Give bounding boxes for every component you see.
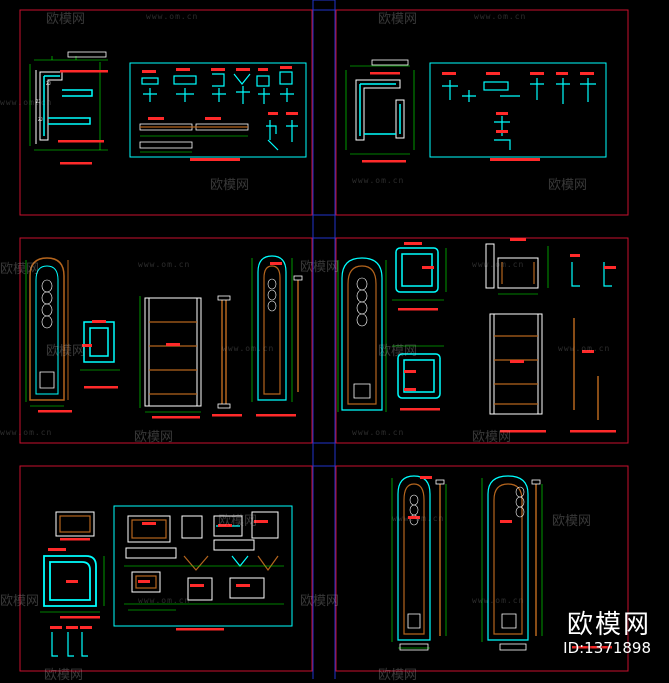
model-id: ID:1371898 xyxy=(563,639,651,657)
watermark-brand: 欧模网 xyxy=(300,594,340,609)
watermark-brand: 欧模网 xyxy=(0,262,40,277)
watermark-brand: 欧模网 xyxy=(0,594,40,609)
watermark-url: www.om.cn xyxy=(558,344,611,353)
watermark-url: www.om.cn xyxy=(138,260,191,269)
watermark-brand: 欧模网 xyxy=(46,12,86,27)
divider-bottom xyxy=(312,442,336,467)
sheet-dividers xyxy=(312,0,336,679)
watermark-brand: 欧模网 xyxy=(378,12,418,27)
svg-text:ZJ: ZJ xyxy=(46,81,51,86)
watermark-url: www.om.cn xyxy=(472,596,525,605)
watermark-brand: 欧模网 xyxy=(378,344,418,359)
watermark-url: www.om.cn xyxy=(138,596,191,605)
watermark-url: www.om.cn xyxy=(472,260,525,269)
watermark-url: www.om.cn xyxy=(0,428,53,437)
brand-badge: 欧模网 ID:1371898 xyxy=(563,604,651,657)
sheet-frame-top-right xyxy=(335,9,629,216)
watermark-brand: 欧模网 xyxy=(218,514,258,529)
divider-middle xyxy=(312,214,336,239)
svg-text:ZJ: ZJ xyxy=(36,99,41,104)
watermark-brand: 欧模网 xyxy=(44,668,84,683)
svg-text:ZJ: ZJ xyxy=(38,117,43,122)
brand-name: 欧模网 xyxy=(566,610,651,640)
sheet-frames xyxy=(19,9,629,672)
sheet-frame-middle-left xyxy=(19,237,313,444)
watermark-url: www.om.cn xyxy=(352,176,405,185)
sheet-bottom-right-drawing xyxy=(391,475,612,651)
door-elevation-left xyxy=(25,257,69,407)
divider-top xyxy=(312,0,336,11)
watermark-brand: 欧模网 xyxy=(548,178,588,193)
watermark-url: www.om.cn xyxy=(146,12,199,21)
sheet-top-right-drawing xyxy=(345,59,607,163)
watermark-brand: 欧模网 xyxy=(552,514,592,529)
watermark-brand: 欧模网 xyxy=(378,668,418,683)
sheet-bottom-left-drawing xyxy=(40,505,293,657)
watermark-brand: 欧模网 xyxy=(472,430,512,445)
watermark-url: www.om.cn xyxy=(474,12,527,21)
watermark-brand: 欧模网 xyxy=(134,430,174,445)
watermark-url: www.om.cn xyxy=(352,428,405,437)
watermark-url: www.om.cn xyxy=(222,344,275,353)
sheet-frame-middle-right xyxy=(335,237,629,444)
watermark-brand: 欧模网 xyxy=(210,178,250,193)
sheet-middle-left-drawing xyxy=(25,255,303,419)
sheet-middle-right-drawing xyxy=(337,238,616,433)
sheet-top-left-drawing: ZJ ZJ ZJ xyxy=(29,51,307,165)
detail-glyphs-top-left xyxy=(139,66,298,161)
watermark-brand: 欧模网 xyxy=(300,260,340,275)
sheet-frame-bottom-left xyxy=(19,465,313,672)
sheet-frame-bottom-right xyxy=(335,465,629,672)
watermark-url: www.om.cn xyxy=(392,514,445,523)
watermark-brand: 欧模网 xyxy=(46,344,86,359)
watermark-url: www.om.cn xyxy=(0,98,53,107)
sheet-frame-top-left xyxy=(19,9,313,216)
